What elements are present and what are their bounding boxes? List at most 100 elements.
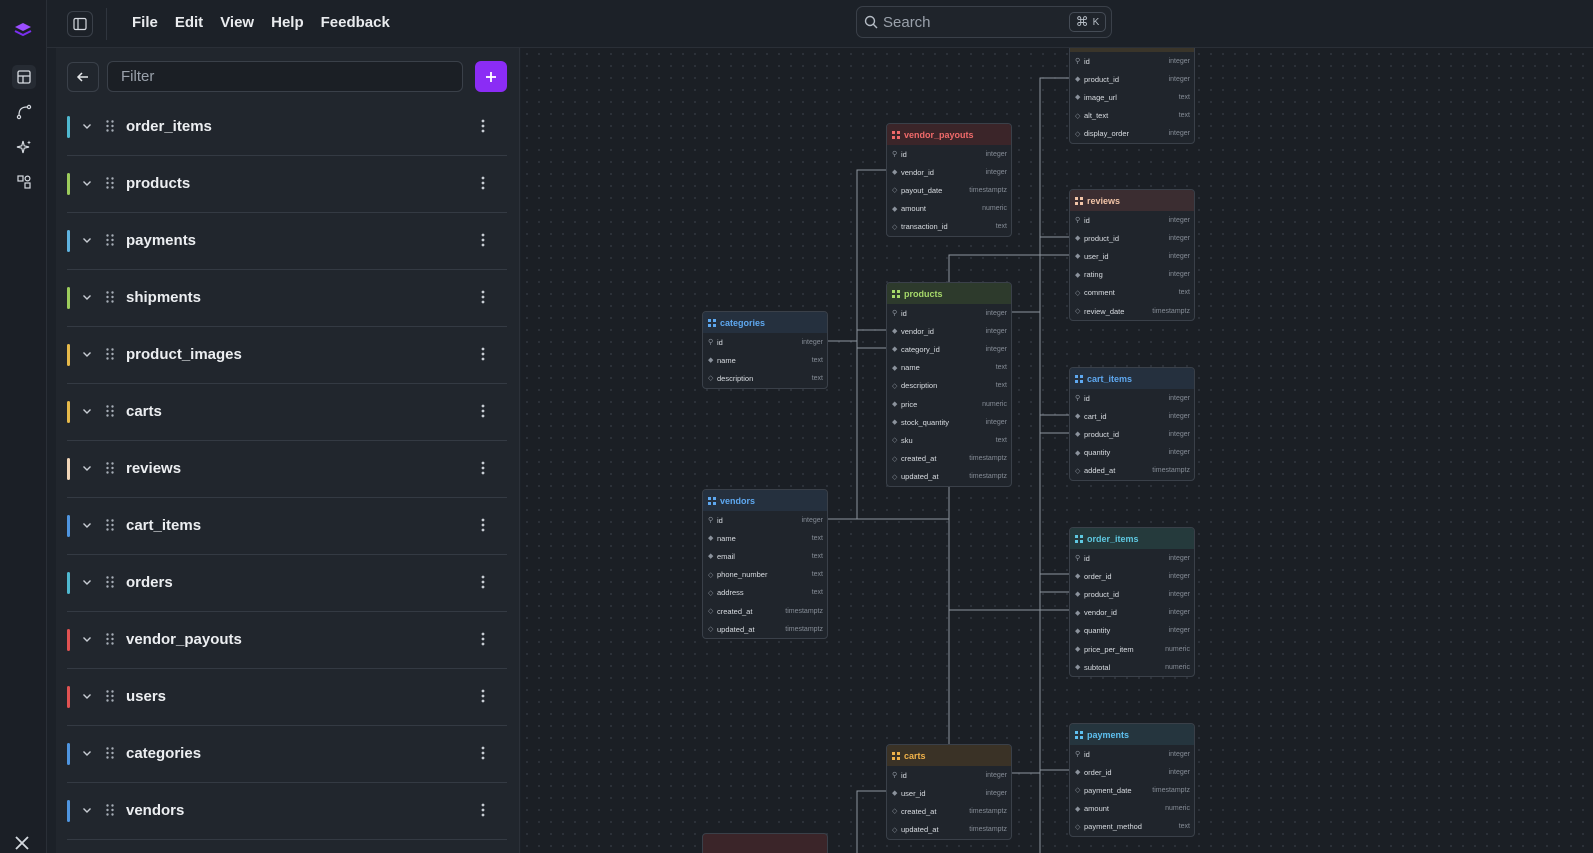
drag-handle-icon[interactable] [105, 803, 115, 817]
table-row-products[interactable]: products [67, 156, 507, 213]
diagram-table-header[interactable]: reviews [1070, 190, 1194, 211]
drag-handle-icon[interactable] [105, 632, 115, 646]
filter-input[interactable] [108, 62, 462, 91]
menu-feedback[interactable]: Feedback [320, 13, 390, 31]
drag-handle-icon[interactable] [105, 233, 115, 247]
drag-handle-icon[interactable] [105, 119, 115, 133]
table-row-vendors[interactable]: vendors [67, 783, 507, 840]
table-row-shipments[interactable]: shipments [67, 270, 507, 327]
more-vertical-icon[interactable] [480, 346, 486, 362]
diagram-table-header[interactable] [1070, 48, 1194, 52]
drag-handle-icon[interactable] [105, 290, 115, 304]
chevron-down-icon[interactable] [81, 405, 93, 417]
add-table-button[interactable] [475, 61, 507, 92]
chevron-down-icon[interactable] [81, 348, 93, 360]
more-vertical-icon[interactable] [480, 631, 486, 647]
x-twitter-icon[interactable] [14, 835, 30, 851]
chevron-down-icon[interactable] [81, 690, 93, 702]
table-row-reviews[interactable]: reviews [67, 441, 507, 498]
diagram-table-header[interactable]: products [887, 283, 1011, 304]
menu-view[interactable]: View [220, 13, 255, 31]
chevron-down-icon[interactable] [81, 234, 93, 246]
chevron-down-icon[interactable] [81, 120, 93, 132]
diagram-table-header[interactable]: carts [887, 745, 1011, 766]
chevron-down-icon[interactable] [81, 804, 93, 816]
table-row-users[interactable]: users [67, 669, 507, 726]
more-vertical-icon[interactable] [480, 802, 486, 818]
diagram-table-header[interactable]: order_items [1070, 528, 1194, 549]
menu-edit[interactable]: Edit [174, 13, 204, 31]
more-vertical-icon[interactable] [480, 118, 486, 134]
rail-shapes-button[interactable] [12, 170, 36, 194]
table-row-product-images[interactable]: product_images [67, 327, 507, 384]
drag-handle-icon[interactable] [105, 689, 115, 703]
app-logo-icon[interactable] [12, 18, 34, 40]
chevron-down-icon[interactable] [81, 462, 93, 474]
more-vertical-icon[interactable] [480, 574, 486, 590]
more-vertical-icon[interactable] [480, 745, 486, 761]
diagram-table-header[interactable]: payments [1070, 724, 1194, 745]
drag-handle-icon[interactable] [105, 404, 115, 418]
table-row-cart-items[interactable]: cart_items [67, 498, 507, 555]
chevron-down-icon[interactable] [81, 291, 93, 303]
rail-relations-button[interactable] [12, 100, 36, 124]
more-vertical-icon[interactable] [480, 688, 486, 704]
more-vertical-icon[interactable] [480, 232, 486, 248]
back-button[interactable] [67, 62, 99, 92]
chevron-down-icon[interactable] [81, 747, 93, 759]
drag-handle-icon[interactable] [105, 347, 115, 361]
drag-handle-icon[interactable] [105, 746, 115, 760]
diagram-table-header[interactable]: vendors [703, 490, 827, 511]
menu-help[interactable]: Help [271, 13, 304, 31]
table-row-carts[interactable]: carts [67, 384, 507, 441]
drag-handle-icon[interactable] [105, 461, 115, 475]
more-vertical-icon[interactable] [480, 460, 486, 476]
table-row-orders[interactable]: orders [67, 555, 507, 612]
